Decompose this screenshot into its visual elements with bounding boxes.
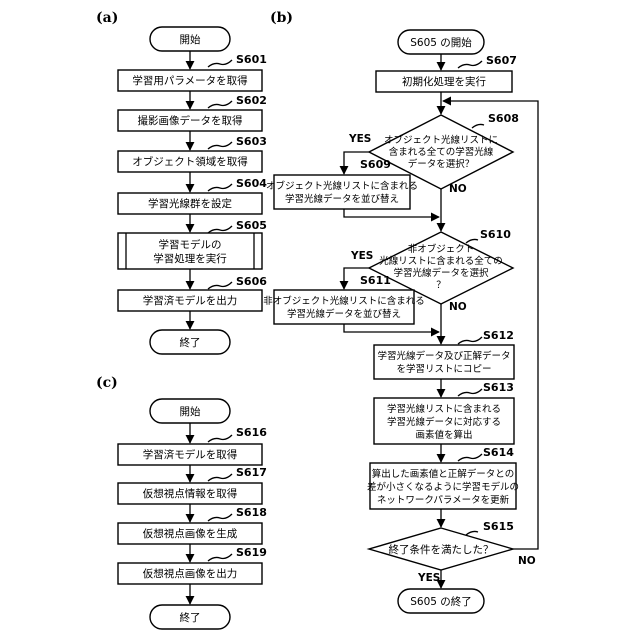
s619-label: 仮想視点画像を出力 [143, 567, 238, 580]
a-start-terminal: 開始 [150, 27, 230, 51]
s606-label: 学習済モデルを出力 [143, 294, 238, 307]
step-id-s612: S612 [483, 329, 514, 342]
s602-label: 撮影画像データを取得 [138, 114, 243, 127]
panel-label-a: (a) [96, 10, 118, 26]
panel-label-b: (b) [270, 10, 293, 26]
step-s619: S619 仮想視点画像を出力 [118, 546, 267, 584]
leader-s601 [208, 60, 232, 67]
s608-line3: データを選択？ [408, 158, 475, 170]
s608-line2: 含まれる全ての学習光線 [389, 146, 494, 158]
step-id-s609: S609 [360, 158, 391, 171]
s610-yes-label: YES [350, 250, 373, 262]
step-id-s611: S611 [360, 274, 391, 287]
c-start-label: 開始 [180, 405, 201, 418]
s610-line3: 学習光線データを選択 [393, 267, 489, 279]
step-s605: S605 学習モデルの 学習処理を実行 [118, 219, 267, 269]
b-end-label: S605 の終了 [410, 595, 472, 608]
step-id-s608: S608 [488, 112, 519, 125]
step-id-s614: S614 [483, 446, 514, 459]
step-id-s606: S606 [236, 275, 267, 288]
step-id-s615: S615 [483, 520, 514, 533]
step-s607: S607 初期化処理を実行 [376, 54, 517, 92]
decision-s615: S615 終了条件を満たした？ [369, 520, 514, 570]
s601-label: 学習用パラメータを取得 [132, 74, 247, 87]
s612-line2: を学習リストにコピー [396, 363, 491, 375]
step-s613: S613 学習光線リストに含まれる 学習光線データに対応する 画素値を算出 [374, 381, 514, 444]
s605-label-line2: 学習処理を実行 [153, 252, 227, 265]
s608-no-label: NO [449, 183, 467, 195]
s613-line2: 学習光線データに対応する [387, 416, 501, 428]
s603-label: オブジェクト領域を取得 [132, 155, 248, 168]
c-end-label: 終了 [180, 611, 201, 624]
s615-no-label: NO [518, 555, 536, 567]
s611-line2: 学習光線データを並び替え [287, 308, 401, 320]
step-s603: S603 オブジェクト領域を取得 [118, 135, 267, 172]
step-id-s605: S605 [236, 219, 267, 232]
step-id-s607: S607 [486, 54, 517, 67]
step-s602: S602 撮影画像データを取得 [118, 94, 267, 131]
step-id-s604: S604 [236, 177, 267, 190]
step-s601: S601 学習用パラメータを取得 [118, 53, 267, 91]
s609-line1: オブジェクト光線リストに含まれる [266, 180, 418, 192]
s605-label-line1: 学習モデルの [159, 238, 222, 251]
s614-line1: 算出した画素値と正解データとの [372, 468, 514, 480]
a-end-label: 終了 [180, 336, 201, 349]
b-start-terminal: S605 の開始 [398, 30, 484, 54]
s609-line2: 学習光線データを並び替え [285, 193, 399, 205]
step-id-s616: S616 [236, 426, 267, 439]
s610-line4: ？ [436, 280, 446, 291]
panel-label-c: (c) [96, 375, 118, 391]
step-id-s601: S601 [236, 53, 267, 66]
s608-line1: オブジェクト光線リストに [384, 134, 498, 146]
step-s604: S604 学習光線群を設定 [118, 177, 267, 214]
b-start-label: S605 の開始 [410, 36, 472, 49]
s614-line3: ネットワークパラメータを更新 [377, 494, 510, 506]
s618-label: 仮想視点画像を生成 [143, 527, 238, 540]
step-s606: S606 学習済モデルを出力 [118, 275, 267, 311]
step-s612: S612 学習光線データ及び正解データ を学習リストにコピー [374, 329, 514, 379]
step-id-s610: S610 [480, 228, 511, 241]
s614-line2: 差が小さくなるように学習モデルの [367, 481, 519, 493]
s607-label: 初期化処理を実行 [402, 75, 486, 88]
step-s614: S614 算出した画素値と正解データとの 差が小さくなるように学習モデルの ネッ… [367, 446, 519, 509]
step-s617: S617 仮想視点情報を取得 [118, 466, 267, 504]
step-id-s619: S619 [236, 546, 267, 559]
s611-line1: 非オブジェクト光線リストに含まれる [263, 295, 425, 307]
s613-line1: 学習光線リストに含まれる [387, 403, 501, 415]
step-s618: S618 仮想視点画像を生成 [118, 506, 267, 544]
s612-line1: 学習光線データ及び正解データ [377, 350, 510, 362]
s615-label: 終了条件を満たした？ [389, 543, 494, 556]
step-id-s613: S613 [483, 381, 514, 394]
s617-label: 仮想視点情報を取得 [143, 487, 238, 500]
a-start-label: 開始 [180, 33, 201, 46]
step-id-s617: S617 [236, 466, 267, 479]
b-end-terminal: S605 の終了 [398, 589, 484, 613]
s610-line1: 非オブジェクト [408, 243, 475, 255]
s616-label: 学習済モデルを取得 [143, 448, 238, 461]
s610-no-label: NO [449, 301, 467, 313]
step-id-s618: S618 [236, 506, 267, 519]
s608-yes-label: YES [348, 133, 371, 145]
step-id-s602: S602 [236, 94, 267, 107]
step-id-s603: S603 [236, 135, 267, 148]
a-end-terminal: 終了 [150, 330, 230, 354]
c-end-terminal: 終了 [150, 605, 230, 629]
s604-label: 学習光線群を設定 [148, 197, 232, 210]
step-s616: S616 学習済モデルを取得 [118, 426, 267, 465]
s613-line3: 画素値を算出 [415, 429, 472, 441]
c-start-terminal: 開始 [150, 399, 230, 423]
s610-line2: 光線リストに含まれる全ての [379, 255, 503, 267]
s615-yes-label: YES [417, 572, 440, 584]
